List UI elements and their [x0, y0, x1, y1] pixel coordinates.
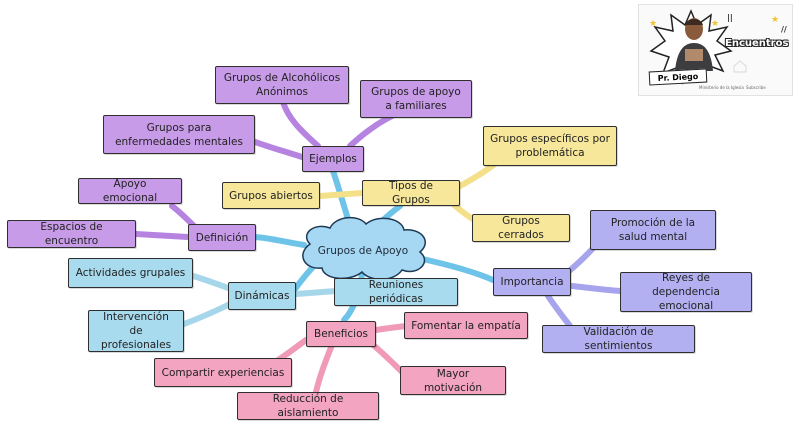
- branch-importancia: Importancia: [493, 268, 571, 296]
- node-grupos-cerrados: Grupos cerrados: [472, 214, 570, 242]
- sparkle-icon: //: [781, 25, 787, 34]
- node-enfermedades-mentales: Grupos para enfermedades mentales: [103, 115, 255, 154]
- branch-definicion: Definición: [188, 224, 256, 251]
- node-validacion-sentimientos: Validación de sentimientos: [542, 325, 695, 353]
- video-thumbnail: Pr. Diego Ministerio de la Iglesia Encue…: [638, 4, 793, 96]
- branch-beneficios: Beneficios: [306, 321, 376, 347]
- node-promocion-salud: Promoción de la salud mental: [590, 210, 716, 250]
- branch-dinamicas: Dinámicas: [228, 282, 296, 310]
- node-fomentar-empatia: Fomentar la empatía: [404, 312, 528, 339]
- node-espacios-encuentro: Espacios de encuentro: [7, 220, 136, 248]
- node-reyes-dependencia: Reyes de dependencia emocional: [620, 272, 752, 312]
- node-reuniones-periodicas: Reuniones periódicas: [334, 278, 458, 306]
- sparkle-icon: ||: [727, 13, 733, 22]
- node-mayor-motivacion: Mayor motivación: [400, 366, 506, 395]
- branch-ejemplos: Ejemplos: [302, 146, 364, 172]
- person-avatar: [675, 18, 713, 71]
- star-icon: ★: [771, 15, 780, 25]
- node-grupos-especificos: Grupos específicos por problemática: [483, 126, 617, 166]
- star-icon: ★: [711, 19, 720, 29]
- thumbnail-subtitle: Ministerio de la Iglesia: [699, 85, 744, 90]
- node-intervencion-profesionales: Intervención de profesionales: [88, 310, 184, 352]
- node-apoyo-familiares: Grupos de apoyo a familiares: [360, 80, 472, 118]
- star-icon: ★: [649, 19, 658, 29]
- center-cloud-shape: [302, 216, 426, 280]
- node-apoyo-emocional: Apoyo emocional: [78, 178, 182, 204]
- branch-tipos-grupos: Tipos de Grupos: [362, 180, 460, 206]
- node-grupos-alcoholicos: Grupos de Alcohólicos Anónimos: [215, 66, 349, 104]
- node-actividades-grupales: Actividades grupales: [68, 258, 193, 288]
- node-compartir-experiencias: Compartir experiencias: [154, 358, 292, 387]
- node-reduccion-aislamiento: Reducción de aislamiento: [237, 392, 379, 420]
- thumbnail-subscribe: Subscribe: [746, 85, 766, 90]
- center-node: Grupos de Apoyo: [317, 245, 409, 257]
- thumbnail-title: Encuentros: [725, 38, 789, 49]
- house-icon: [733, 60, 747, 73]
- node-grupos-abiertos: Grupos abiertos: [222, 182, 320, 209]
